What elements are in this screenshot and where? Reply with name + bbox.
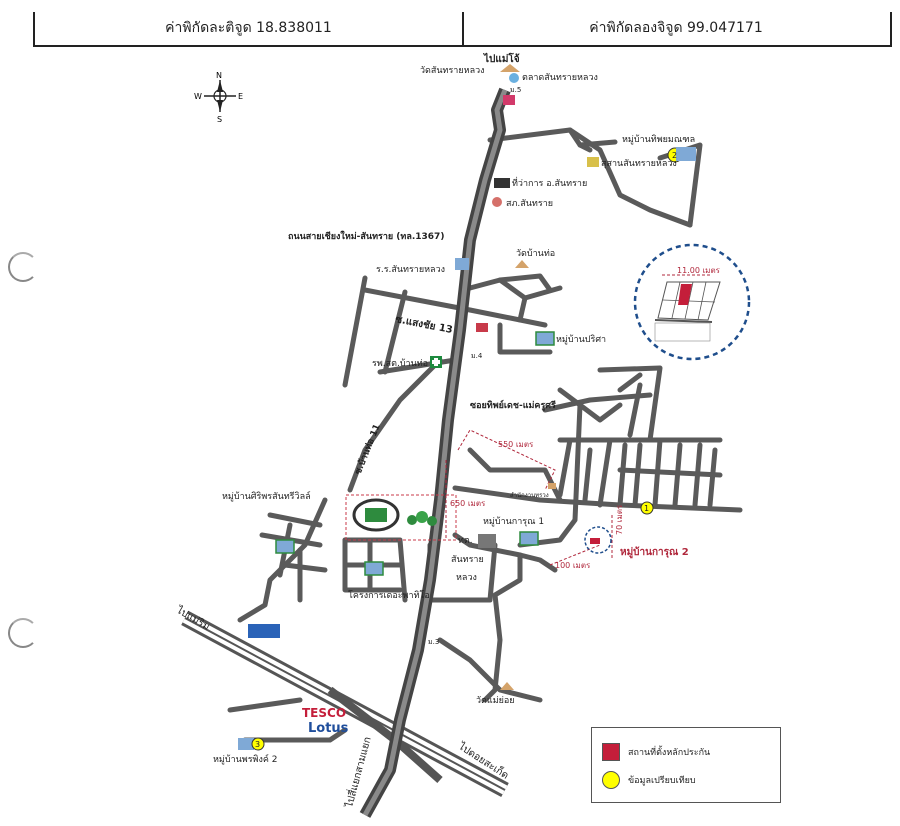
main-road [359, 87, 511, 818]
header-divider [462, 12, 464, 45]
market-icon [503, 95, 515, 105]
moo-phon-phing-label: หมู่บ้านพรพิงค์ 2 [213, 753, 278, 765]
amphoe-label: ที่ว่าการ อ.สันทราย [512, 176, 587, 189]
store-icon [248, 624, 280, 638]
tessaban-1-label: ทต. [458, 536, 473, 546]
temple-icon [515, 260, 529, 268]
tessaban-3-label: หลวง [456, 573, 477, 583]
secondary-roads [227, 127, 743, 743]
soi-saeng-chai-label: ซ.แสงชัย 13 [394, 313, 453, 336]
collateral-marker-icon [590, 538, 600, 544]
legend-collateral-label: สถานที่ตั้งหลักประกัน [628, 748, 711, 758]
comparison-marker-1-icon [640, 501, 654, 515]
hospital-label: รพ.สต.บ้านท่อ [372, 358, 428, 369]
m550-label: 550 เมตร [498, 440, 534, 449]
m100-label: 100 เมตร [555, 561, 591, 570]
tessaban-2-label: สันทราย [451, 555, 484, 565]
village-icon [676, 147, 696, 161]
map-icons [238, 64, 696, 751]
legend-comparison-label: ข้อมูลเปรียบเทียบ [628, 776, 696, 786]
map-legend: สถานที่ตั้งหลักประกัน ข้อมูลเปรียบเทียบ [591, 727, 781, 803]
village-icon [364, 561, 384, 576]
park-icon [407, 511, 437, 526]
wat-santsai-luang-label: วัดสันทรายหลวง [420, 66, 485, 76]
longitude-label: ค่าพิกัดลองจิจูด 99.047171 [589, 20, 763, 36]
office-small-icon [548, 483, 556, 489]
compass-w: W [194, 92, 202, 101]
coordinate-header: ค่าพิกัดละติจูด 18.838011 ค่าพิกัดลองจิจ… [33, 12, 892, 47]
comparison-swatch [602, 771, 620, 789]
m11-label: 11.00 เมตร [677, 266, 721, 275]
market-pin-icon [509, 73, 519, 83]
talat-label: ตลาดสันทรายหลวง [522, 73, 598, 83]
highway-ring-road [181, 610, 509, 798]
cemetery-icon [587, 157, 599, 167]
moo5-label: ม.5 [510, 86, 521, 94]
village-icon [535, 331, 555, 346]
school-label: ร.ร.สันทรายหลวง [376, 265, 445, 275]
distance-lines [445, 274, 712, 566]
num1-label: 1 [644, 504, 649, 513]
compass-s: S [217, 115, 222, 124]
susan-label: สุสานสันทรายหลวง [601, 159, 677, 169]
moo-thip-label: หมู่บ้านทิพยมณฑล [622, 134, 695, 145]
to-mae-jo-label: ไปแม่โจ้ [483, 52, 520, 65]
legend-collateral: สถานที่ตั้งหลักประกัน [602, 742, 710, 762]
moo-parisa-label: หมู่บ้านปริศา [556, 334, 606, 345]
comparison-marker-3-icon [251, 737, 265, 751]
location-circle [584, 526, 612, 554]
parcel-detail [654, 281, 721, 342]
num3-label: 3 [255, 740, 260, 749]
collateral-swatch [602, 743, 620, 761]
latitude-label: ค่าพิกัดละติจูด 18.838011 [165, 20, 332, 36]
m650-label: 650 เมตร [450, 499, 486, 508]
temple-icon [500, 64, 520, 72]
government-building-icon [478, 534, 496, 548]
wat-mae-oi-label: วัดแม่ย่อย [476, 696, 515, 706]
soi-ban-tho-label: ซ.บ้านท่อ 11 [353, 422, 383, 476]
school-icon [455, 258, 469, 270]
project-label: โครงการเดอะพาทิโอ [348, 590, 430, 601]
compass-n: N [216, 71, 222, 80]
village-icon [275, 539, 295, 554]
moo3-label: ม.3 [428, 638, 439, 646]
office-icon [494, 178, 510, 188]
lotus-label: Lotus [308, 721, 349, 736]
legend-comparison: ข้อมูลเปรียบเทียบ [602, 770, 696, 790]
stadium [352, 498, 400, 532]
wat-ban-tho-label: วัดบ้านท่อ [516, 248, 555, 259]
detail-circle [633, 243, 751, 361]
temple-icon [500, 682, 514, 690]
compass-e: E [238, 92, 243, 101]
village-icon [519, 531, 539, 546]
moo-karun1-label: หมู่บ้านการุณ 1 [483, 516, 544, 527]
tesco-label: TESCO [302, 706, 346, 720]
moo-sirisuk-label: หมู่บ้านศิริพรสันทรีวิลล์ [222, 490, 311, 502]
soi-thip-label: ซอยทิพย์เดช-แม่ครูศรี [470, 399, 556, 411]
num2-label: 2 [672, 151, 677, 160]
shrine-icon [476, 323, 488, 332]
main-road-label: ถนนสายเชียงใหม่-สันทราย (ทล.1367) [288, 230, 444, 242]
m70-label: 70 เมตร [615, 504, 624, 535]
police-label: สภ.สันทราย [506, 199, 553, 209]
collateral-marker [678, 284, 692, 305]
office-small-label: สำนักงานทรวง [510, 492, 549, 499]
compass-icon: N S E W [194, 71, 243, 124]
area-outline [345, 494, 457, 541]
binder-hole-icon [8, 252, 38, 282]
moo4-label: ม.4 [471, 352, 483, 360]
moo-karun2-label: หมู่บ้านการุณ 2 [620, 546, 689, 559]
police-icon [492, 197, 502, 207]
binder-hole-icon [8, 618, 38, 648]
village-icon [238, 738, 254, 750]
